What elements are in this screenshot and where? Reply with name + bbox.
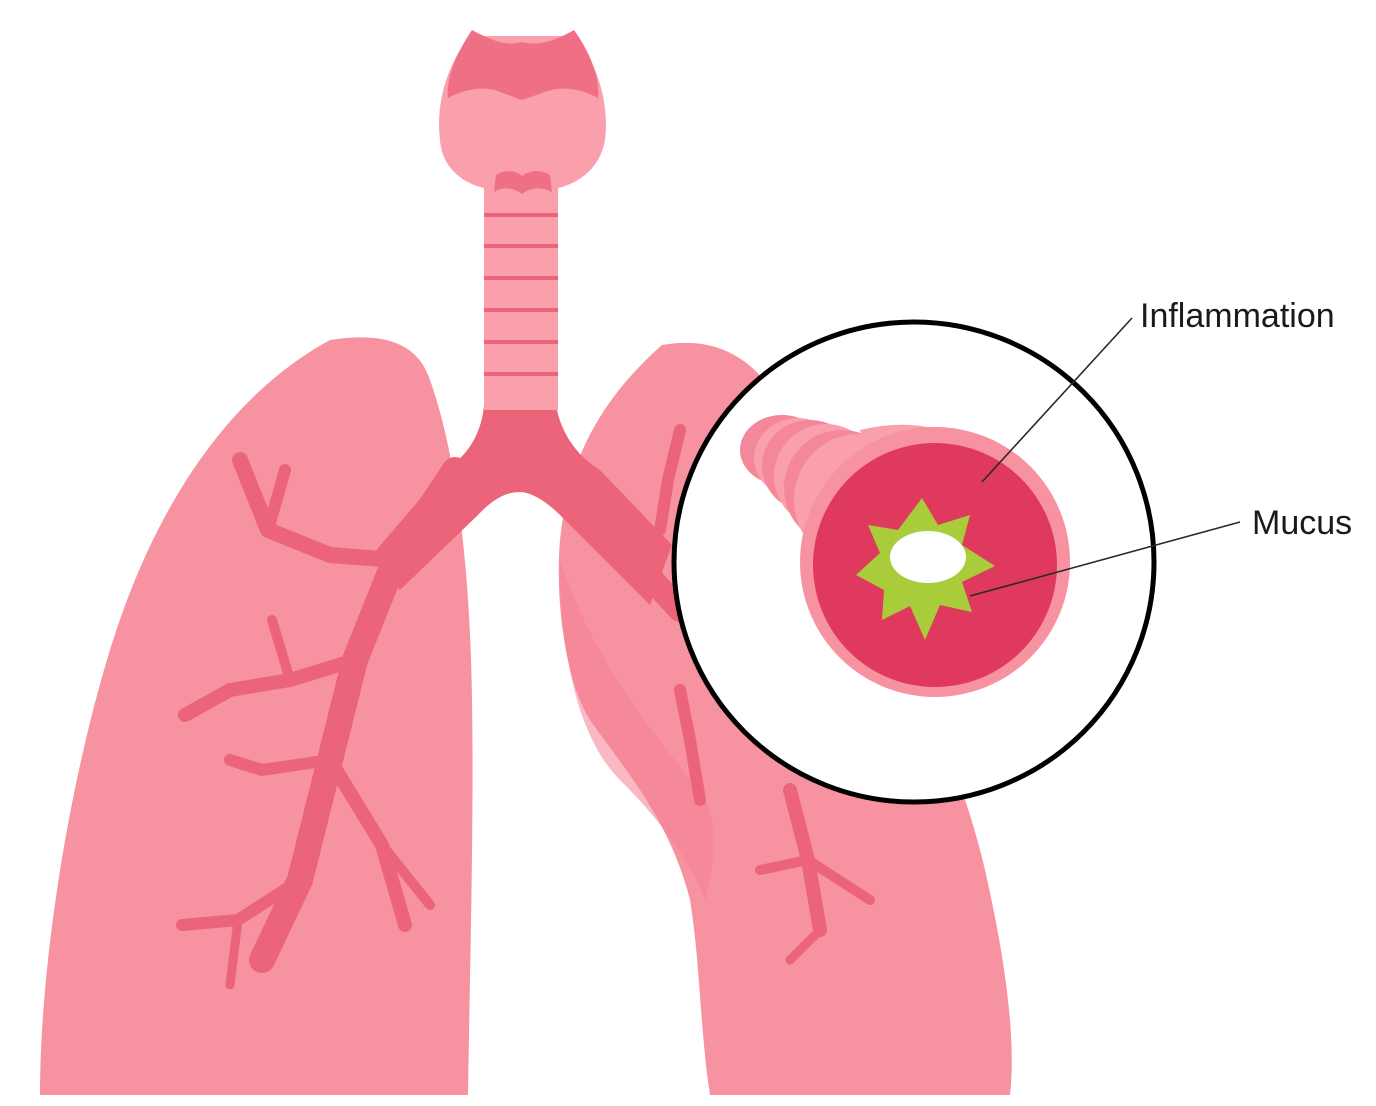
inflammation-label: Inflammation [1140,297,1335,335]
left-lung [40,337,473,1095]
airway-lumen [890,531,966,583]
mucus-label: Mucus [1252,504,1352,542]
airway-callout [674,322,1154,802]
left-lung-lobe [40,337,473,1095]
tracheal-tube [484,186,558,410]
trachea [372,30,672,605]
